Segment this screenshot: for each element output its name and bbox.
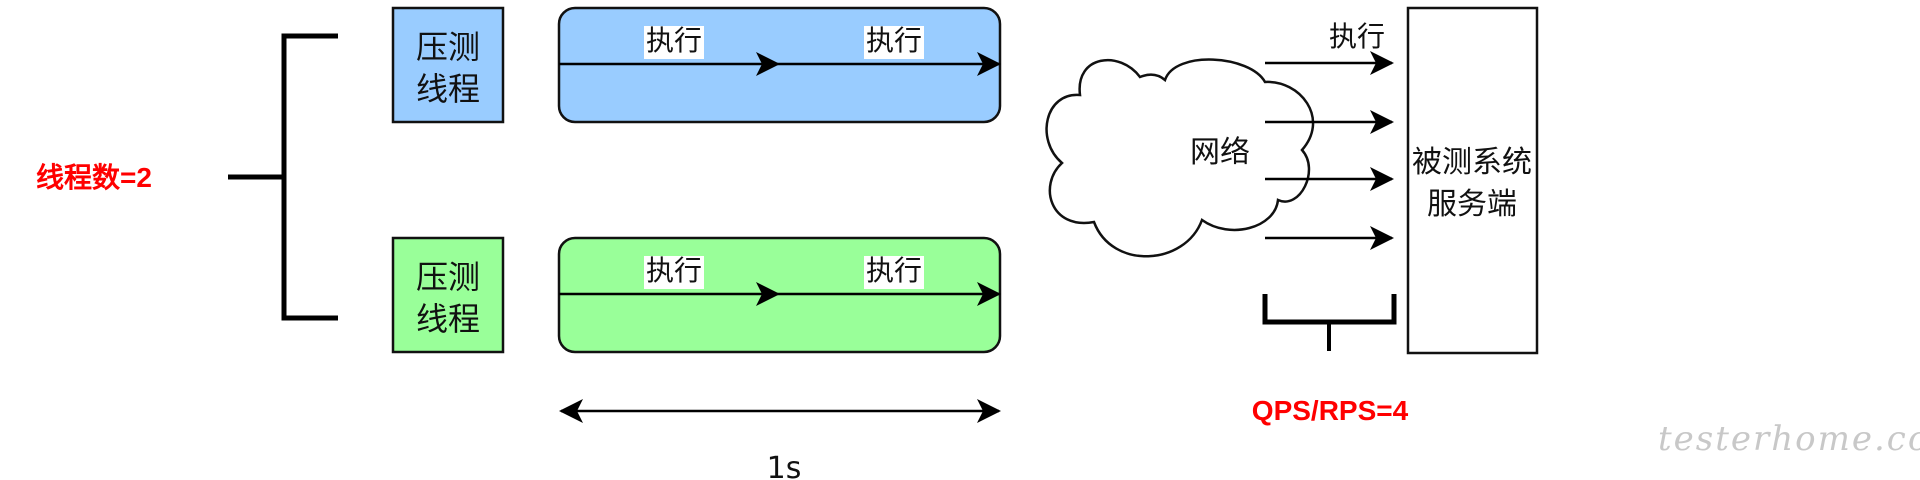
execution-label: 执行 — [646, 254, 702, 287]
server-label-line2: 服务端 — [1427, 187, 1517, 222]
server-label-line1: 被测系统 — [1412, 145, 1532, 180]
network-label: 网络 — [1190, 135, 1250, 170]
thread-1-label-line2: 线程 — [416, 70, 480, 108]
thread-timeline-2: 执行 执行 — [557, 236, 1002, 354]
qps-label: QPS/RPS=4 — [1252, 395, 1409, 426]
request-arrows — [1265, 51, 1394, 250]
execution-label: 执行 — [866, 254, 922, 287]
qps-bracket — [1262, 294, 1397, 351]
request-label: 执行 — [1329, 20, 1385, 53]
thread-box-2: 压测 线程 — [391, 236, 505, 354]
thread-1-label-line1: 压测 — [416, 28, 480, 66]
server-box: 被测系统 服务端 — [1406, 6, 1539, 355]
execution-label: 执行 — [646, 24, 702, 57]
thread-2-label-line1: 压测 — [416, 258, 480, 296]
thread-timeline-1: 执行 执行 — [557, 6, 1002, 124]
thread-bracket — [228, 33, 338, 321]
thread-box-1: 压测 线程 — [391, 6, 505, 124]
watermark: testerhome.com — [1658, 419, 1920, 459]
network-cloud: 网络 — [1045, 58, 1315, 258]
thread-count-label: 线程数=2 — [36, 162, 152, 193]
execution-label: 执行 — [866, 24, 922, 57]
thread-2-label-line2: 线程 — [416, 300, 480, 338]
duration-label: 1s — [767, 451, 802, 480]
